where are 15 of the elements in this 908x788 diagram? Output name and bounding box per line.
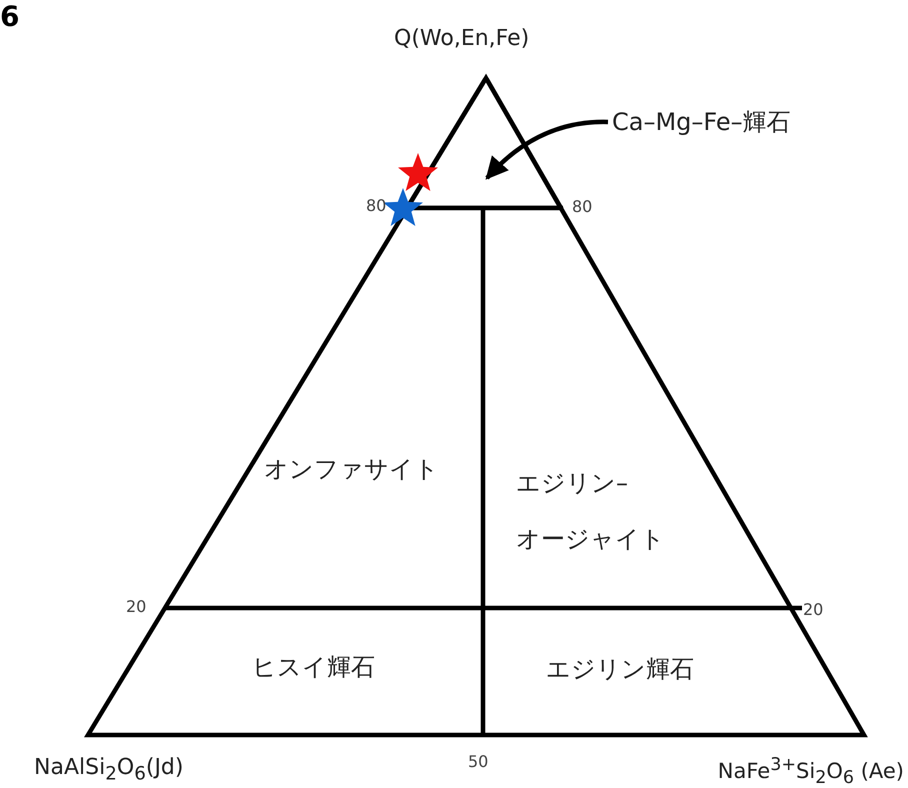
field-label: エジリン輝石 — [546, 655, 694, 684]
tick-label: 80 — [572, 197, 592, 216]
field-label: ヒスイ輝石 — [252, 653, 375, 682]
field-label: オンファサイト — [264, 455, 439, 484]
tick-label: 80 — [366, 196, 386, 216]
vertex-label: NaAlSi$_{2}$O$_{6}$(Jd) — [34, 755, 184, 786]
figure-number: 6 — [0, 0, 20, 34]
tick-label: 50 — [468, 752, 488, 772]
vertex-label: Q(Wo,En,Fe) — [394, 26, 530, 52]
callout-label: Ca–Mg–Fe–輝石 — [612, 104, 862, 140]
tick-label: 20 — [803, 600, 824, 620]
field-label: エジリン–オージャイト — [516, 468, 666, 556]
arrow — [485, 120, 608, 180]
vertex-label: NaFe$^{3+}$Si$_{2}$O$_{6}$ (Ae) — [718, 755, 904, 788]
tick-label: 20 — [126, 597, 146, 616]
